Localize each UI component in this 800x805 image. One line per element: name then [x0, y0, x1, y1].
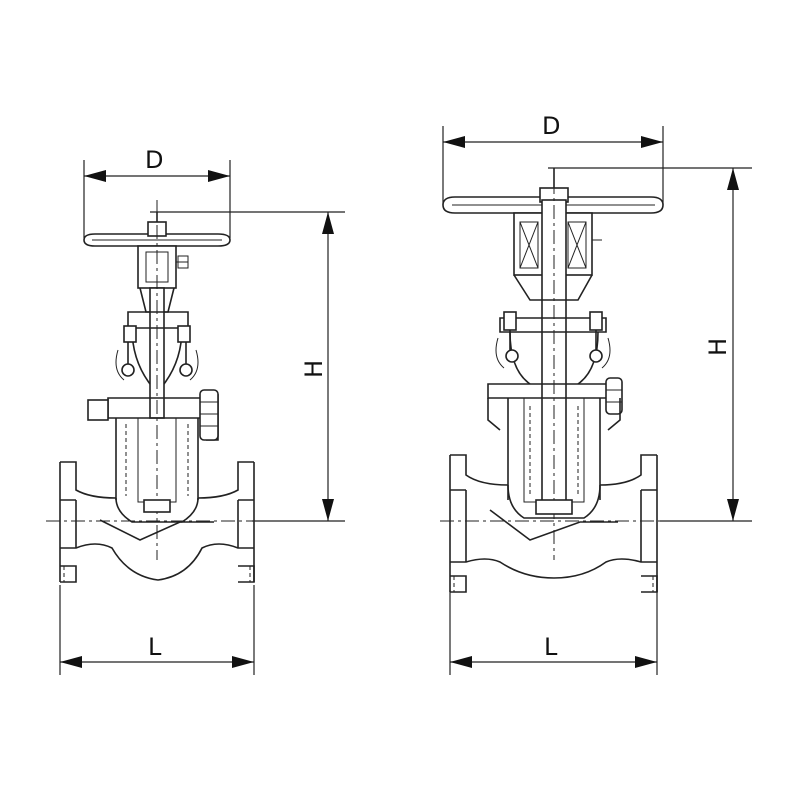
right-dimension-l: L	[449, 590, 658, 675]
right-yoke-bolts	[495, 311, 611, 369]
right-yoke	[499, 180, 607, 560]
right-dimension-h: H	[548, 167, 752, 522]
left-dimension-h: H	[150, 211, 345, 522]
left-dim-l-label: L	[148, 633, 162, 661]
right-dim-d-label: D	[542, 112, 560, 140]
left-dim-d-label: D	[145, 146, 163, 174]
left-dimension-l: L	[59, 585, 255, 675]
right-valve: D H L	[440, 112, 752, 675]
left-valve: D H L	[46, 146, 345, 675]
right-body	[440, 454, 668, 593]
left-dimension-d: D	[83, 146, 231, 238]
left-body	[46, 461, 268, 583]
left-yoke	[127, 200, 189, 560]
left-yoke-bolts	[115, 325, 199, 381]
right-bonnet	[487, 377, 623, 515]
left-bonnet	[87, 389, 219, 513]
left-dim-h-label: H	[300, 360, 328, 378]
right-dim-h-label: H	[704, 338, 732, 356]
right-dim-l-label: L	[544, 633, 558, 661]
right-dimension-d: D	[442, 112, 664, 205]
